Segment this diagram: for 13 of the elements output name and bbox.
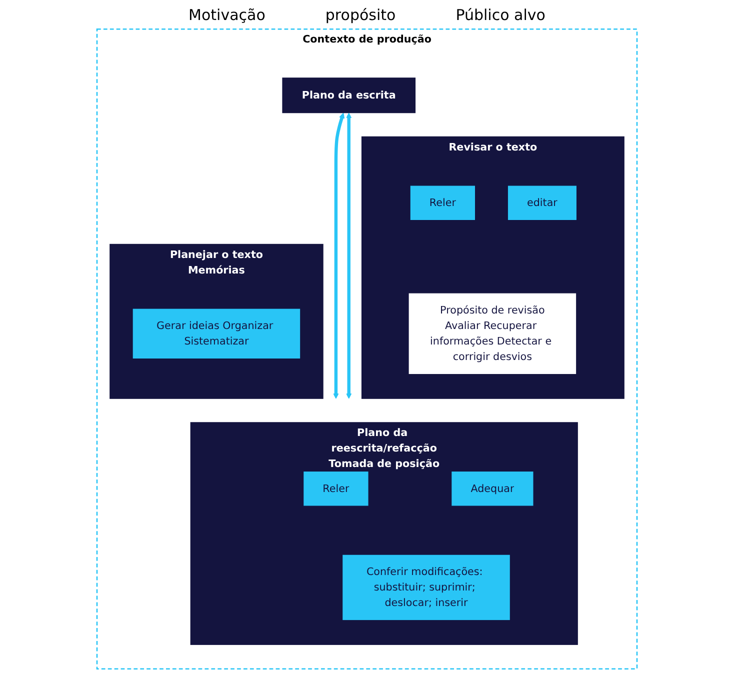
arrow: [346, 112, 352, 399]
arrow: [333, 112, 345, 399]
node-box: Gerar ideias Organizar Sistematizar: [132, 308, 301, 360]
node-box: Conferir modificações: substituir; suprimir; deslocar; inserir: [342, 554, 511, 621]
node-box: Adequar: [451, 470, 534, 506]
context-label: Motivação: [188, 6, 266, 24]
context-label: Público alvo: [456, 6, 546, 24]
node-box: Propósito de revisão Avaliar Recuperar informações Detectar e corrigir desvios: [408, 292, 577, 375]
node-box: Reler: [410, 185, 476, 221]
node-box: editar: [507, 185, 578, 221]
node-box: Reler: [302, 470, 369, 506]
node-box: Plano da escrita: [282, 78, 416, 114]
context-label: propósito: [325, 6, 396, 24]
